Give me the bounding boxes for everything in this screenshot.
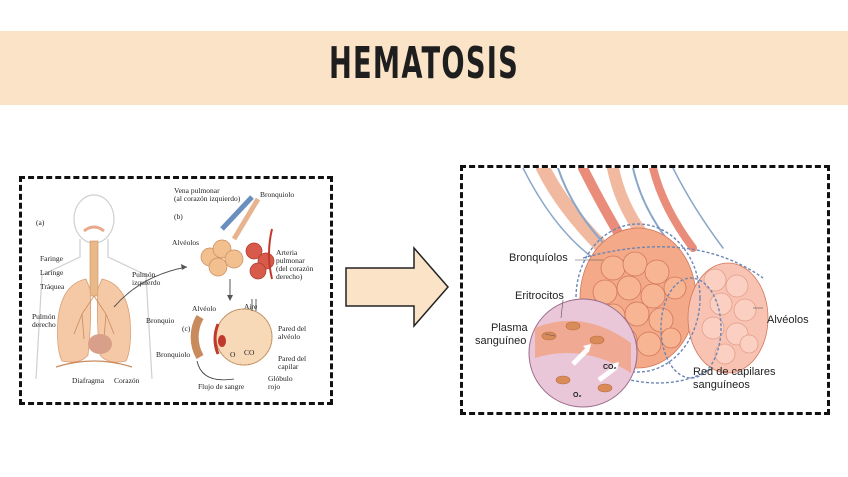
right-arrow-icon <box>345 246 449 328</box>
page-title: HEMATOSIS <box>328 38 520 89</box>
label-co2-left: CO <box>244 348 255 357</box>
respiratory-illustration <box>35 194 275 381</box>
label-pulmon-derecho-1: Pulmón <box>32 312 56 321</box>
label-o2-right: O₂ <box>573 392 582 399</box>
label-arteria-3: (del corazón <box>276 264 314 273</box>
label-aire: Aire <box>244 302 258 311</box>
respiratory-system-diagram: (a) (b) (c) Faringe Laringe Tráquea Pulm… <box>19 176 333 405</box>
label-diafragma: Diafragma <box>72 376 105 385</box>
label-bronquiolos: Bronquíolos <box>509 252 568 264</box>
label-arteria-4: derecho) <box>276 272 303 281</box>
label-co2-right: CO₂ <box>603 364 617 371</box>
label-eritrocitos: Eritrocitos <box>515 290 564 302</box>
label-pulmon-izquierdo-1: Pulmón <box>132 270 156 279</box>
title-banner <box>0 31 848 105</box>
label-arteria-1: Arteria <box>276 248 298 257</box>
panel-b-label: (b) <box>174 212 183 221</box>
alveoli-capillaries-diagram: Bronquíolos Eritrocitos Plasma sanguíneo… <box>460 165 830 415</box>
label-plasma-2: sanguíneo <box>475 335 527 347</box>
label-plasma-1: Plasma <box>491 322 528 334</box>
panel-a-label: (a) <box>36 218 45 227</box>
label-vena-pulmonar-1: Vena pulmonar <box>174 186 220 195</box>
label-pared-capilar-1: Pared del <box>278 354 307 363</box>
label-o2-left: O <box>230 350 236 359</box>
label-red-capilares-2: sanguíneos <box>693 379 750 391</box>
label-pared-alveolo-2: alvéolo <box>278 332 301 341</box>
label-globulo-2: rojo <box>268 382 281 391</box>
label-traquea: Tráquea <box>40 282 65 291</box>
label-pulmon-derecho-2: derecho <box>32 320 56 329</box>
label-corazon: Corazón <box>114 376 140 385</box>
label-alveolos-right: Alvéolos <box>767 314 809 326</box>
alveoli-illustration <box>522 168 769 408</box>
label-bronquiolo-a: Bronquiolo <box>156 350 191 359</box>
label-alveolo: Alvéolo <box>192 304 217 313</box>
label-faringe: Faringe <box>40 254 63 263</box>
label-pulmon-izquierdo-2: izquierdo <box>132 278 161 287</box>
label-laringe: Laringe <box>40 268 64 277</box>
label-globulo-1: Glóbulo <box>268 374 293 383</box>
label-vena-pulmonar-2: (al corazón izquierdo) <box>174 194 241 203</box>
label-pared-capilar-2: capilar <box>278 362 299 371</box>
label-alveolos: Alvéolos <box>172 238 200 247</box>
label-bronquio: Bronquio <box>146 316 175 325</box>
label-pared-alveolo-1: Pared del <box>278 324 307 333</box>
label-bronquiolo-b: Bronquiolo <box>260 190 295 199</box>
label-flujo: Flujo de sangre <box>198 382 245 391</box>
panel-c-label: (c) <box>182 324 191 333</box>
label-red-capilares-1: Red de capilares <box>693 366 776 378</box>
label-arteria-2: pulmonar <box>276 256 305 265</box>
